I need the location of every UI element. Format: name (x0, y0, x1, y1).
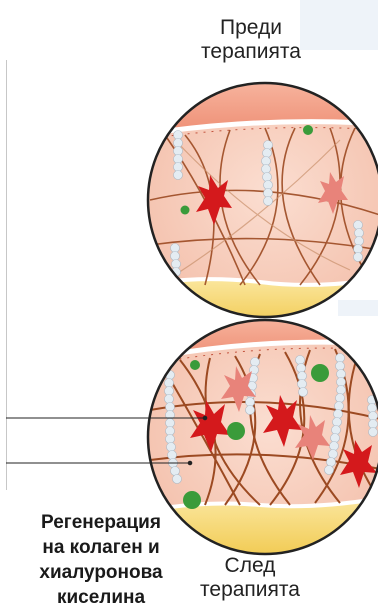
regeneration-line-1: Регенерация (6, 510, 196, 535)
after-therapy-label: След терапията (190, 554, 310, 602)
regeneration-line-2: на колаген и (6, 535, 196, 560)
after-label-line-2: терапията (190, 578, 310, 602)
regeneration-label: Регенерация на колаген и хиалуронова кис… (6, 510, 196, 610)
regeneration-line-3: хиалуронова (6, 560, 196, 585)
after-label-line-1: След (190, 554, 310, 578)
skin-cross-section-before-icon (140, 80, 378, 330)
regeneration-line-4: киселина (6, 585, 196, 610)
